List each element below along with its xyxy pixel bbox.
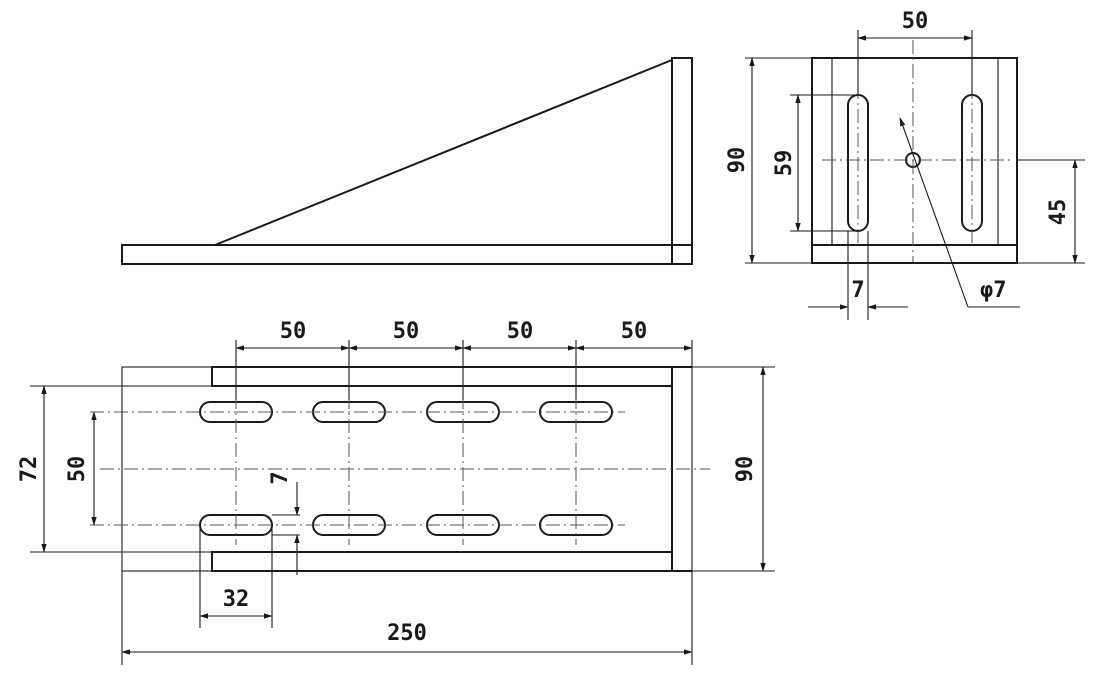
- top-dim-32: 32: [223, 587, 250, 612]
- end-dim-90: 90: [725, 147, 750, 174]
- end-hole-leader: [899, 117, 969, 308]
- end-view: 50 90 59 45 7 φ7: [725, 9, 1085, 320]
- end-plate-outline: [811, 57, 1018, 264]
- top-dim-row-50: 50: [65, 456, 90, 483]
- side-vertical-plate: [671, 57, 693, 265]
- top-view: 50 50 50 50 72 50 7 90 32 250: [17, 319, 775, 665]
- end-dim-59: 59: [772, 150, 797, 177]
- side-gusset-edge: [214, 59, 673, 246]
- top-flange-upper: [211, 366, 692, 387]
- top-flange-lower: [211, 551, 692, 572]
- side-view: [121, 57, 693, 265]
- top-dim-pitch-4: 50: [621, 319, 648, 344]
- end-dim-phi7: φ7: [980, 278, 1007, 303]
- top-dim-pitch-1: 50: [280, 319, 307, 344]
- top-dim-250: 250: [387, 621, 427, 646]
- top-dim-7: 7: [268, 471, 293, 484]
- side-base-plate: [121, 244, 693, 265]
- end-dim-45: 45: [1046, 199, 1071, 226]
- top-dim-90: 90: [733, 456, 758, 483]
- top-dim-pitch-2: 50: [393, 319, 420, 344]
- top-dim-72: 72: [17, 456, 42, 483]
- end-dim-50: 50: [902, 9, 929, 34]
- top-dim-pitch-3: 50: [507, 319, 534, 344]
- end-dim-7: 7: [851, 278, 864, 303]
